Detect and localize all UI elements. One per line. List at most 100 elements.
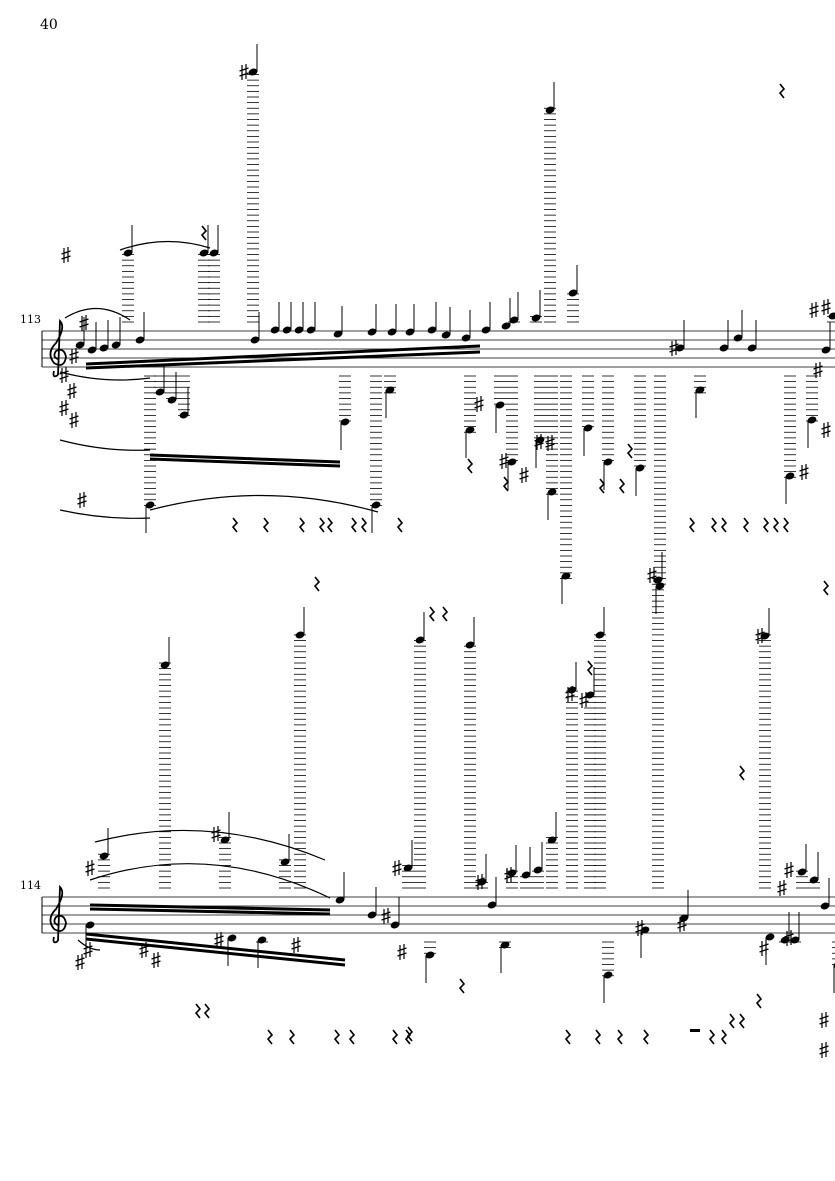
rest-icon — [360, 517, 368, 533]
notehead — [821, 346, 831, 354]
notehead — [167, 396, 177, 404]
beam — [85, 344, 481, 366]
rest-icon — [391, 1029, 399, 1045]
beam — [89, 907, 331, 916]
rest-icon — [626, 443, 634, 459]
slur — [94, 829, 326, 861]
rest-icon — [618, 478, 626, 494]
notehead — [123, 249, 133, 257]
notehead — [820, 902, 830, 910]
notehead — [427, 326, 437, 334]
notehead — [719, 344, 729, 352]
notehead — [547, 488, 557, 496]
rest-icon — [262, 517, 270, 533]
notehead — [280, 858, 290, 866]
sharp-icon — [504, 867, 514, 883]
notehead — [790, 936, 800, 944]
notehead — [635, 464, 645, 472]
rest-icon — [782, 517, 790, 533]
notehead — [367, 328, 377, 336]
notehead — [111, 341, 121, 349]
rest-icon — [720, 1029, 728, 1045]
sharp-icon — [392, 860, 402, 876]
notehead — [653, 576, 663, 584]
slur — [149, 494, 379, 513]
sharp-icon — [759, 940, 769, 956]
notehead — [75, 341, 85, 349]
sharp-icon — [784, 930, 794, 946]
notehead — [481, 326, 491, 334]
sharp-icon — [534, 434, 544, 450]
sharp-icon — [821, 299, 831, 315]
beam — [149, 457, 341, 468]
notehead — [199, 249, 209, 257]
sharp-icon — [69, 412, 79, 428]
rest-icon — [710, 517, 718, 533]
rest-icon — [762, 517, 770, 533]
notehead — [695, 386, 705, 394]
notehead — [306, 326, 316, 334]
rest-icon — [778, 83, 786, 99]
notehead — [533, 866, 543, 874]
notehead — [828, 312, 835, 320]
rest-icon — [200, 225, 208, 241]
notehead — [85, 921, 95, 929]
notehead — [531, 314, 541, 322]
rest-icon — [441, 606, 449, 622]
notehead — [387, 328, 397, 336]
beam — [85, 937, 346, 967]
rest-icon — [586, 660, 594, 676]
rest-icon — [564, 1029, 572, 1045]
notehead — [145, 501, 155, 509]
rest-icon — [194, 1003, 202, 1019]
rest-icon — [404, 1029, 412, 1045]
notehead — [270, 326, 280, 334]
sharp-icon — [69, 348, 79, 364]
rest-icon — [772, 517, 780, 533]
page-number: 40 — [40, 17, 58, 33]
notehead — [99, 852, 109, 860]
sharp-icon — [59, 367, 69, 383]
notehead — [547, 836, 557, 844]
notehead — [282, 326, 292, 334]
rest-icon — [288, 1029, 296, 1045]
rest-icon — [318, 517, 326, 533]
rest-icon — [231, 517, 239, 533]
notehead — [545, 106, 555, 114]
rest-icon — [616, 1029, 624, 1045]
treble-clef-icon — [49, 884, 67, 944]
sharp-icon — [211, 826, 221, 842]
slur — [59, 509, 151, 519]
notehead — [160, 661, 170, 669]
sharp-icon — [821, 422, 831, 438]
notehead — [441, 331, 451, 339]
notehead — [87, 346, 97, 354]
sharp-icon — [499, 453, 509, 469]
beam — [85, 932, 346, 962]
rest-icon — [594, 1029, 602, 1045]
notehead — [385, 386, 395, 394]
rest-icon — [326, 517, 334, 533]
sharp-icon — [799, 464, 809, 480]
notehead — [807, 416, 817, 424]
notehead — [250, 336, 260, 344]
notehead — [415, 636, 425, 644]
notehead — [809, 876, 819, 884]
notehead — [568, 289, 578, 297]
notehead — [257, 936, 267, 944]
rest-icon — [458, 978, 466, 994]
rest-icon — [428, 606, 436, 622]
sharp-icon — [777, 880, 787, 896]
sharp-icon — [519, 467, 529, 483]
rest-icon — [822, 580, 830, 596]
notehead — [294, 326, 304, 334]
half-rest-icon — [690, 1029, 700, 1032]
notehead — [333, 330, 343, 338]
rest-icon — [738, 765, 746, 781]
rest-icon — [466, 458, 474, 474]
sharp-icon — [545, 435, 555, 451]
rest-icon — [708, 1029, 716, 1045]
notehead — [209, 249, 219, 257]
rest-icon — [203, 1003, 211, 1019]
